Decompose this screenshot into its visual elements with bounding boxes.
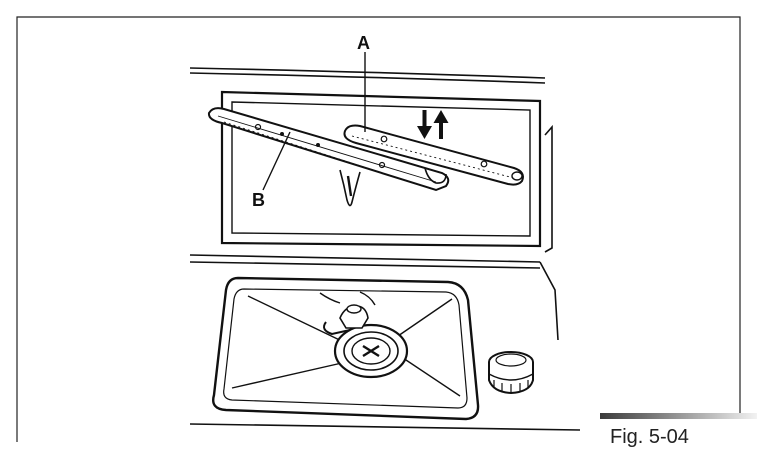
outer-border bbox=[16, 16, 741, 442]
down-arrow-icon bbox=[417, 110, 432, 139]
callout-a-label: A bbox=[357, 33, 370, 53]
middle-shelf-lines bbox=[189, 254, 541, 269]
callout-b-label: B bbox=[252, 190, 265, 210]
spray-arm-b bbox=[207, 107, 450, 207]
drain-filter bbox=[323, 304, 409, 379]
up-arrow-icon bbox=[433, 110, 449, 139]
caption-bar bbox=[600, 413, 757, 419]
spray-arm-a bbox=[343, 124, 524, 186]
upper-panel bbox=[220, 90, 542, 248]
right-side-wall bbox=[539, 124, 559, 341]
upper-shelf-lines bbox=[189, 67, 546, 84]
callout-b-leader bbox=[262, 131, 291, 191]
rinse-aid-cap bbox=[488, 351, 534, 395]
figure-caption: Fig. 5-04 bbox=[610, 426, 689, 448]
bottom-edge-line bbox=[189, 423, 581, 431]
sump-filter-tray bbox=[212, 276, 480, 421]
